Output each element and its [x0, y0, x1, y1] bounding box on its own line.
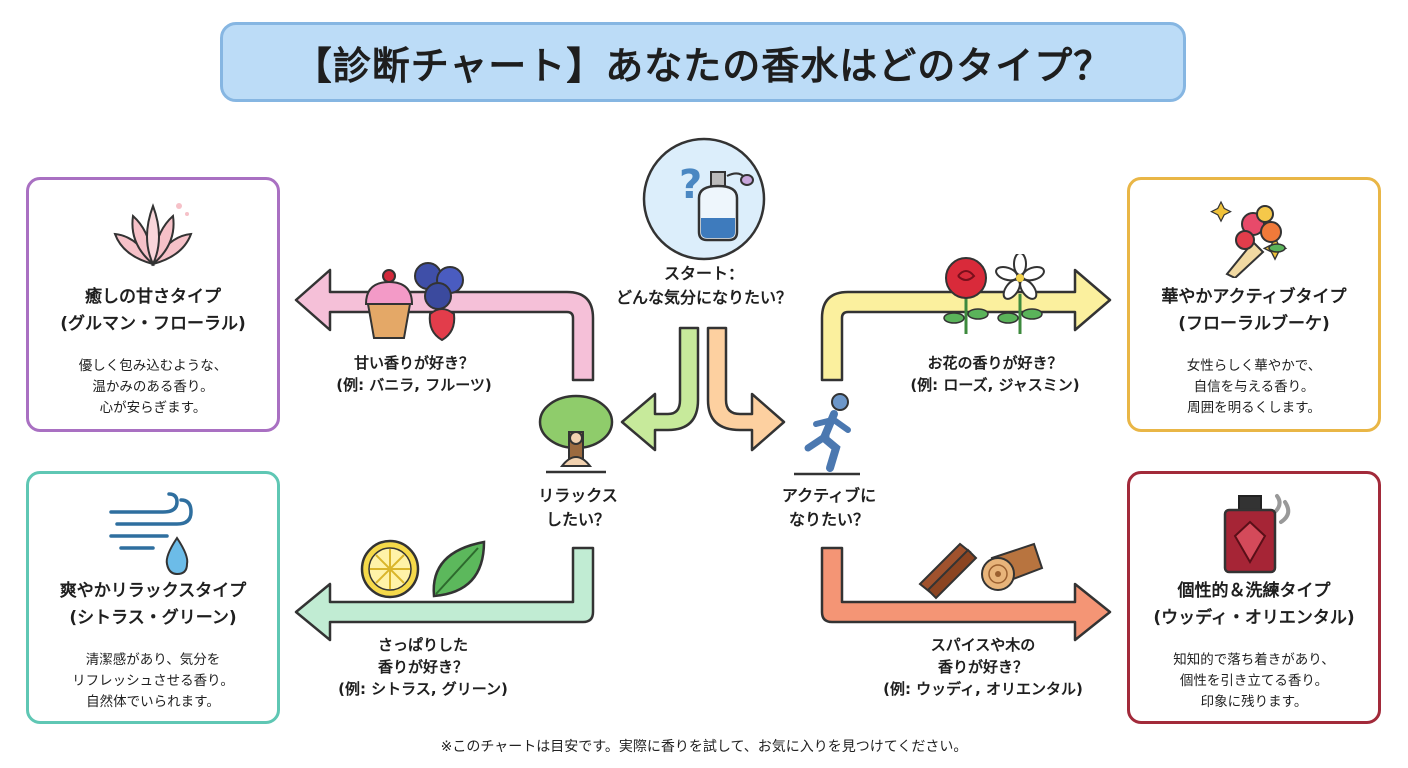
arrow-to-flower [820, 268, 1112, 382]
sweet-question-line2: (例: バニラ, フルーツ) [336, 376, 492, 394]
spice-question-line2: 香りが好き？ [937, 658, 1028, 676]
active-label-line2: なりたい？ [788, 510, 869, 529]
relax-label-line1: リラックス [538, 486, 618, 505]
type-fresh-name-line1: 爽やかリラックスタイプ [59, 581, 247, 601]
fresh-question-line1: さっぱりした [377, 636, 468, 654]
start-label-line2: どんな気分になりたい？ [615, 288, 792, 307]
type-active-name: 華やかアクティブタイプ (フローラルブーケ) [1130, 284, 1378, 338]
meditation-tree-icon [538, 394, 614, 474]
type-card-sweet: 癒しの甘さタイプ (グルマン・フローラル) 優しく包み込むような、 温かみのある… [26, 177, 280, 432]
footnote: ※このチャートは目安です。実際に香りを試して、お気に入りを見つけてください。 [440, 739, 968, 755]
active-label-line1: アクティブに [781, 486, 877, 505]
start-label: スタート： どんな気分になりたい？ [596, 262, 812, 310]
page-title: 【診断チャート】あなたの香水はどのタイプ？ [293, 43, 1113, 88]
sweet-question-line1: 甘い香りが好き？ [353, 354, 474, 372]
type-sweet-desc-line3: 心が安らぎます。 [99, 400, 207, 416]
spice-question: スパイスや木の 香りが好き？ (例: ウッディ, オリエンタル) [860, 634, 1106, 700]
type-unique-name: 個性的＆洗練タイプ (ウッディ・オリエンタル) [1130, 578, 1378, 632]
lotus-icon [113, 203, 193, 267]
type-fresh-desc-line3: 自然体でいられます。 [86, 694, 220, 710]
fresh-question-line2: 香りが好き？ [377, 658, 468, 676]
sweet-question: 甘い香りが好き？ (例: バニラ, フルーツ) [314, 352, 514, 396]
relax-label-line2: したい？ [545, 510, 610, 529]
type-active-desc-line1: 女性らしく華やかで、 [1186, 358, 1322, 374]
type-unique-desc-line3: 印象に残ります。 [1200, 694, 1308, 710]
active-label: アクティブに なりたい？ [764, 484, 894, 532]
type-sweet-description: 優しく包み込むような、 温かみのある香り。 心が安らぎます。 [29, 356, 277, 419]
type-fresh-description: 清潔感があり、気分を リフレッシュさせる香り。 自然体でいられます。 [29, 650, 277, 713]
rose-jasmine-icon [943, 254, 1045, 334]
cinnamon-wood-icon [918, 542, 1044, 600]
type-card-unique: 個性的＆洗練タイプ (ウッディ・オリエンタル) 知知的で落ち着きがあり、 個性を… [1127, 471, 1381, 724]
type-fresh-desc-line1: 清潔感があり、気分を [85, 652, 221, 668]
type-active-description: 女性らしく華やかで、 自信を与える香り。 周囲を明るくします。 [1130, 356, 1378, 419]
type-sweet-desc-line1: 優しく包み込むような、 [78, 358, 228, 374]
type-unique-desc-line1: 知知的で落ち着きがあり、 [1173, 652, 1335, 668]
type-active-desc-line2: 自信を与える香り。 [1193, 379, 1315, 395]
type-sweet-name-line2: (グルマン・フローラル) [60, 314, 246, 334]
spice-question-line3: (例: ウッディ, オリエンタル) [883, 680, 1083, 698]
wind-drop-icon [109, 492, 193, 576]
type-unique-name-line1: 個性的＆洗練タイプ [1177, 581, 1331, 601]
svg-text:?: ? [679, 162, 702, 208]
type-fresh-name-line2: (シトラス・グリーン) [69, 608, 237, 628]
type-fresh-name: 爽やかリラックスタイプ (シトラス・グリーン) [29, 578, 277, 632]
arrow-to-active [706, 326, 786, 452]
cupcake-berries-icon [364, 262, 464, 342]
title-banner: 【診断チャート】あなたの香水はどのタイプ？ [220, 22, 1186, 102]
start-label-line1: スタート： [663, 264, 744, 283]
arrow-to-relax [620, 326, 700, 452]
bouquet-icon [1210, 200, 1288, 278]
type-card-fresh: 爽やかリラックスタイプ (シトラス・グリーン) 清潔感があり、気分を リフレッシ… [26, 471, 280, 724]
type-sweet-name-line1: 癒しの甘さタイプ [85, 287, 221, 307]
flower-question-line2: (例: ローズ, ジャスミン) [910, 376, 1080, 394]
type-sweet-desc-line2: 温かみのある香り。 [92, 379, 214, 395]
arrow-to-spice [820, 546, 1112, 642]
flower-question-line1: お花の香りが好き？ [927, 354, 1063, 372]
type-fresh-desc-line2: リフレッシュさせる香り。 [72, 673, 234, 689]
perfume-bottle-icon [1223, 494, 1291, 574]
type-unique-desc-line2: 個性を引き立てる香り。 [1179, 673, 1329, 689]
perfume-question-icon: ? [642, 137, 766, 261]
type-active-desc-line3: 周囲を明るくします。 [1187, 400, 1321, 416]
type-active-name-line2: (フローラルブーケ) [1178, 314, 1330, 334]
type-active-name-line1: 華やかアクティブタイプ [1161, 287, 1347, 307]
flower-question: お花の香りが好き？ (例: ローズ, ジャスミン) [890, 352, 1100, 396]
spice-question-line1: スパイスや木の [930, 636, 1036, 654]
type-sweet-name: 癒しの甘さタイプ (グルマン・フローラル) [29, 284, 277, 338]
fresh-question: さっぱりした 香りが好き？ (例: シトラス, グリーン) [312, 634, 534, 700]
type-unique-name-line2: (ウッディ・オリエンタル) [1153, 608, 1355, 628]
lemon-leaf-icon [360, 539, 486, 599]
arrow-to-fresh [294, 546, 595, 642]
relax-label: リラックス したい？ [520, 484, 636, 532]
type-card-active: 華やかアクティブタイプ (フローラルブーケ) 女性らしく華やかで、 自信を与える… [1127, 177, 1381, 432]
type-unique-description: 知知的で落ち着きがあり、 個性を引き立てる香り。 印象に残ります。 [1130, 650, 1378, 713]
running-person-icon [794, 393, 860, 476]
fresh-question-line3: (例: シトラス, グリーン) [338, 680, 508, 698]
